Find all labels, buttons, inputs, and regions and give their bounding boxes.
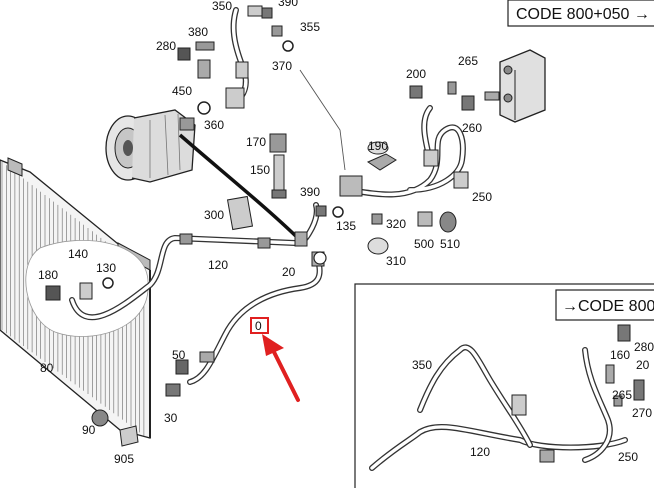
part-140[interactable] [79,282,93,300]
label-260: 260 [462,121,482,135]
part-360[interactable] [197,101,211,115]
callout-marker: 0 [250,317,300,402]
part-170[interactable] [269,133,287,153]
part-500[interactable] [417,211,433,227]
part-310[interactable] [367,237,389,255]
label-390-mid: 390 [300,185,320,199]
part-200[interactable] [409,85,423,99]
label-370: 370 [272,59,292,73]
code-label-main: CODE 800+050 → [516,6,650,23]
label-200: 200 [406,67,426,81]
part-150[interactable] [271,154,287,199]
inset-label-250: 250 [618,450,638,464]
part-180[interactable] [45,285,61,301]
part-510[interactable] [439,211,457,233]
part-30[interactable] [165,383,181,397]
part-130[interactable] [102,277,114,289]
inset-label-350: 350 [412,358,432,372]
inset-part-265[interactable] [613,395,623,407]
label-140: 140 [68,247,88,261]
label-190: 190 [368,139,388,153]
label-320: 320 [386,217,406,231]
part-50[interactable] [175,359,189,375]
part-190[interactable] [366,141,397,171]
part-280[interactable] [177,47,191,61]
code-box-main [507,0,654,27]
label-310: 310 [386,254,406,268]
part-135[interactable] [332,206,344,218]
label-180: 180 [38,268,58,282]
label-360: 360 [204,118,224,132]
inset-pipe[interactable] [369,344,628,471]
label-30: 30 [164,411,178,425]
inset-label-20: 20 [636,358,650,372]
part-355[interactable] [271,25,283,37]
label-170: 170 [246,135,266,149]
inset-label-280: 280 [634,340,654,354]
label-120: 120 [208,258,228,272]
part-260[interactable] [461,95,475,111]
pipe-120[interactable] [69,202,320,321]
code-label-inset: →CODE 800 [562,298,654,315]
label-130: 130 [96,261,116,275]
label-300: 300 [204,208,224,222]
label-250: 250 [472,190,492,204]
label-20: 20 [282,265,296,279]
part-90[interactable] [91,409,109,427]
part-320[interactable] [371,213,383,225]
inset-part-160[interactable] [605,364,615,384]
label-500: 500 [414,237,434,251]
label-135: 135 [336,219,356,233]
label-50: 50 [172,348,186,362]
inset-part-280[interactable] [617,324,631,342]
part-905[interactable] [119,425,139,447]
label-280: 280 [156,39,176,53]
pipe-350[interactable] [225,5,263,109]
inset-label-265: 265 [612,388,632,402]
part-370[interactable] [282,40,294,52]
pipe-250[interactable] [339,105,469,198]
label-355: 355 [300,20,320,34]
part-390-mid[interactable] [315,205,327,217]
inset-label-160: 160 [610,348,630,362]
part-450[interactable] [197,59,211,79]
label-510: 510 [440,237,460,251]
part-300[interactable] [226,195,254,231]
inset-label-120: 120 [470,445,490,459]
callout-arrow-icon [262,334,300,402]
leader-line [299,69,346,171]
wiring-harness [178,133,307,247]
expansion-valve[interactable] [484,49,546,123]
label-905: 905 [114,452,134,466]
label-350-top: 350 [212,0,232,13]
label-265: 265 [458,54,478,68]
pipe-20[interactable] [187,251,327,385]
label-90: 90 [82,423,96,437]
compressor[interactable] [105,109,196,183]
inset-part-270[interactable] [633,379,645,401]
label-380: 380 [188,25,208,39]
part-380[interactable] [195,41,215,51]
label-80: 80 [40,361,54,375]
label-390-top: 390 [278,0,298,9]
part-390-top[interactable] [261,7,273,19]
label-450: 450 [172,84,192,98]
inset-label-270: 270 [632,406,652,420]
part-265[interactable] [447,81,457,95]
inset-detail [354,283,654,488]
label-150: 150 [250,163,270,177]
callout-label: 0 [255,319,262,333]
